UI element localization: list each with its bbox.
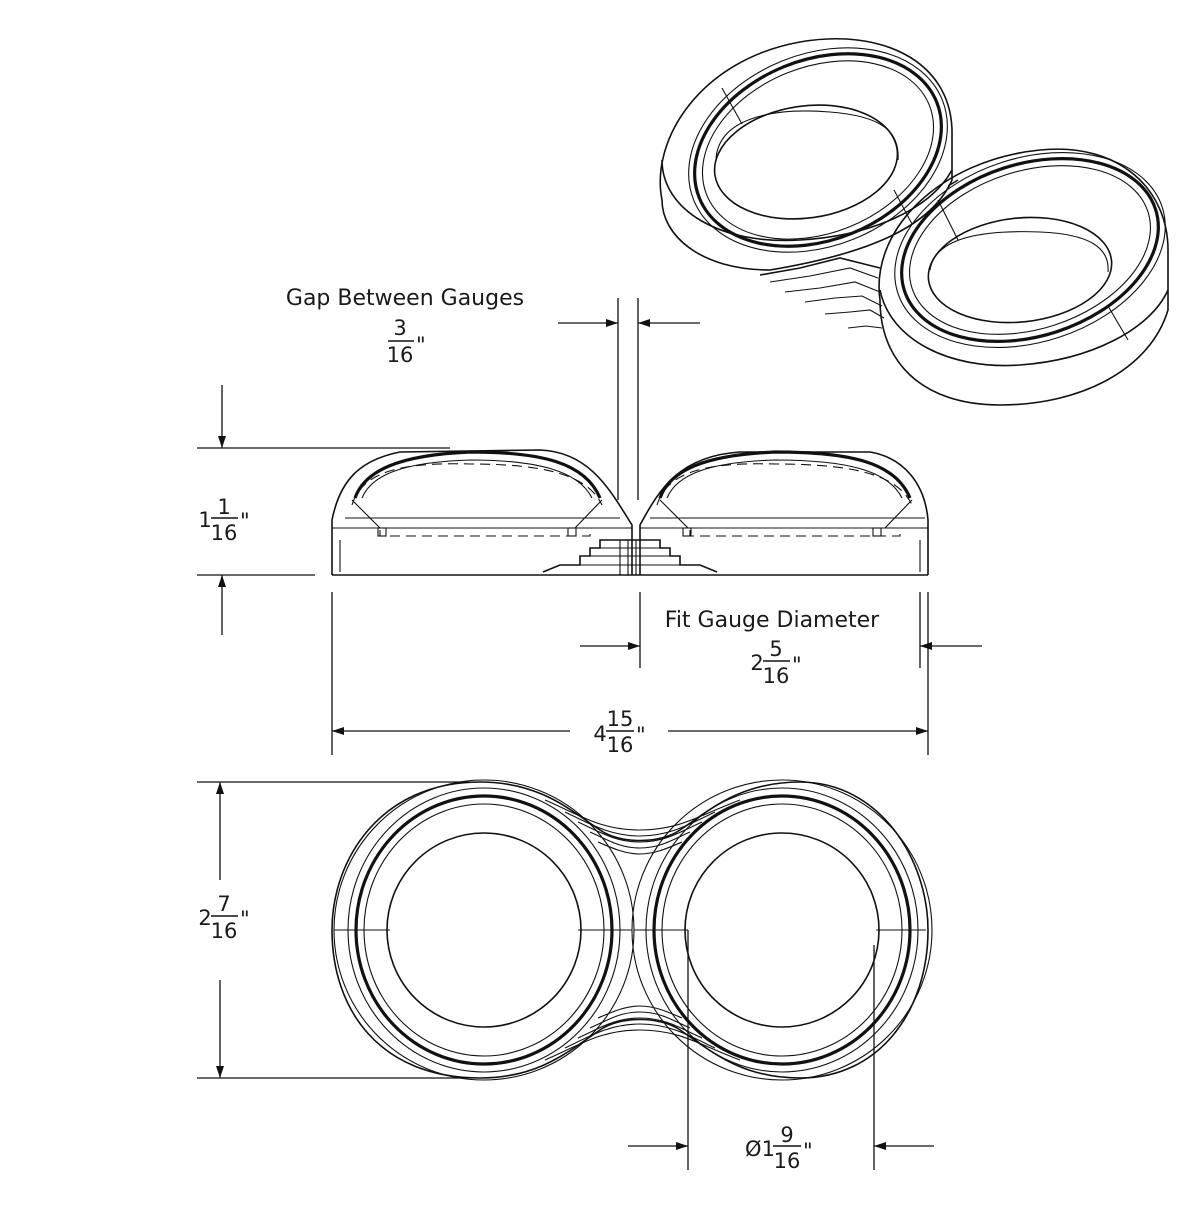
fit-diameter-whole: 2 [750, 651, 763, 675]
front-view [331, 449, 929, 576]
hole-diameter-unit: " [803, 1139, 813, 1163]
depth-dimension: 2 7 16 " [197, 781, 470, 1079]
gap-denominator: 16 [387, 343, 414, 367]
fit-diameter-label: Fit Gauge Diameter [665, 608, 880, 633]
top-view [331, 779, 933, 1081]
fit-diameter-dimension: Fit Gauge Diameter 2 5 16 " [580, 592, 982, 688]
height-whole: 1 [198, 508, 211, 532]
depth-denominator: 16 [211, 919, 238, 943]
depth-numerator: 7 [217, 892, 230, 916]
fit-diameter-denominator: 16 [763, 664, 790, 688]
gap-numerator: 3 [393, 316, 406, 340]
overall-width-denominator: 16 [607, 733, 634, 757]
gap-unit: " [416, 333, 426, 357]
hole-diameter-dimension: Ø1 9 16 " [628, 930, 934, 1173]
overall-width-dimension: 4 15 16 " [331, 592, 929, 757]
isometric-view [659, 38, 1169, 406]
height-unit: " [240, 509, 250, 533]
height-numerator: 1 [217, 495, 230, 519]
hole-diameter-numerator: 9 [780, 1123, 793, 1147]
depth-unit: " [240, 907, 250, 931]
depth-whole: 2 [198, 906, 211, 930]
gap-dimension: Gap Between Gauges 3 16 " [286, 286, 700, 500]
height-denominator: 16 [211, 521, 238, 545]
fit-diameter-unit: " [792, 653, 802, 677]
hole-diameter-denominator: 16 [774, 1149, 801, 1173]
fit-diameter-numerator: 5 [769, 637, 782, 661]
overall-width-whole: 4 [593, 722, 606, 746]
hole-diameter-prefix: Ø1 [745, 1137, 775, 1161]
gap-label: Gap Between Gauges [286, 286, 524, 311]
overall-width-numerator: 15 [607, 707, 634, 731]
height-dimension: 1 1 16 " [197, 385, 450, 635]
overall-width-unit: " [636, 723, 646, 747]
